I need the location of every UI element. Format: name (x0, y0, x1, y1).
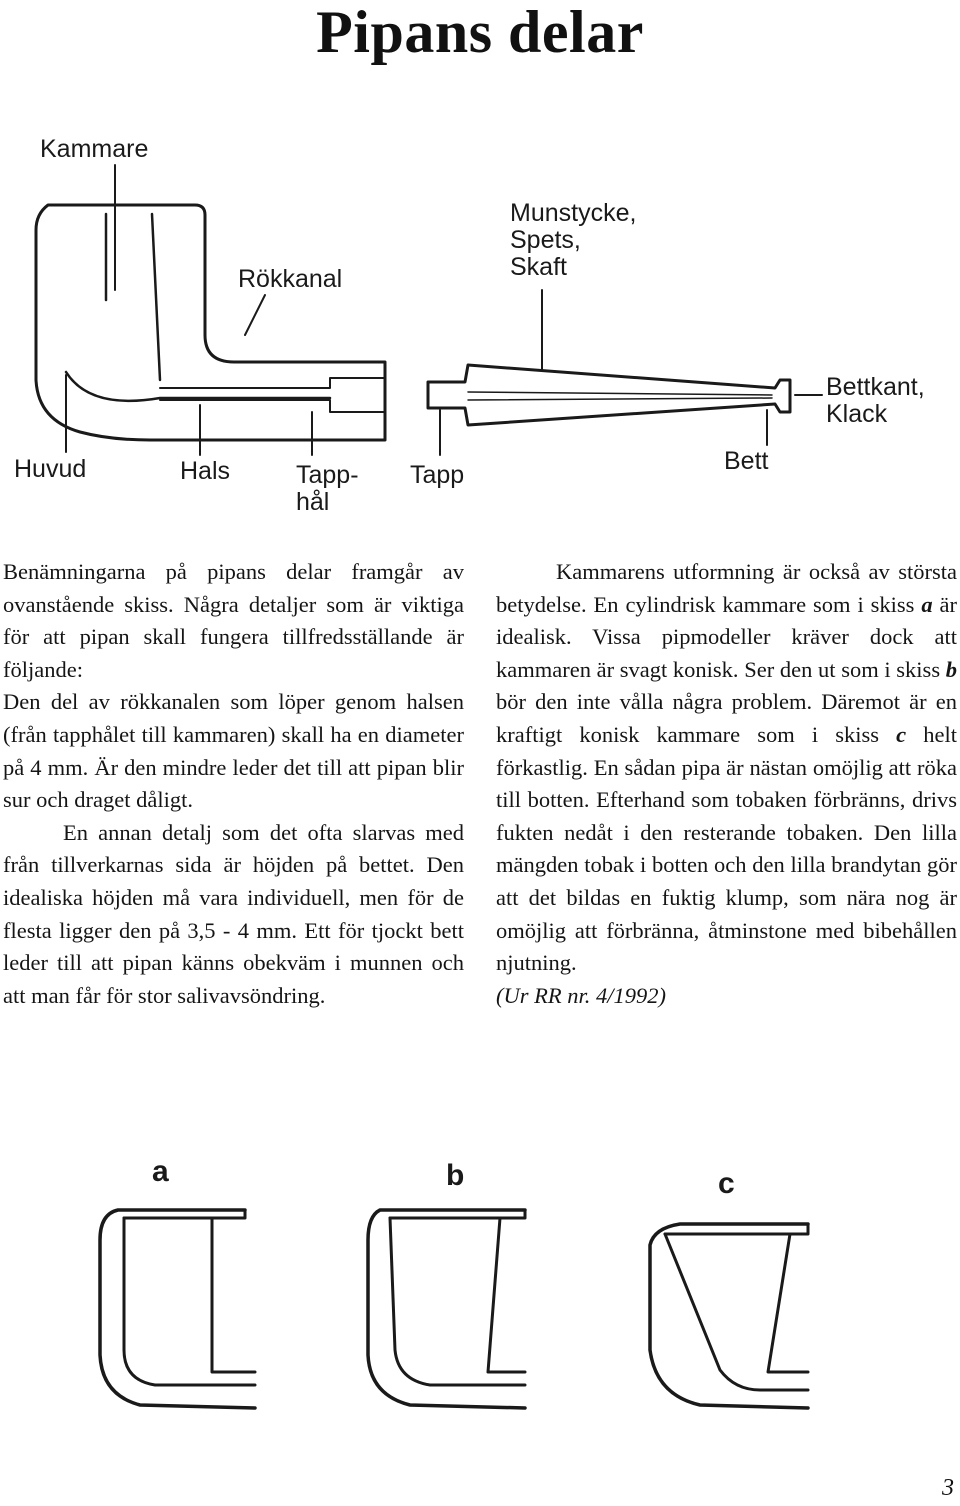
source-citation: (Ur RR nr. 4/1992) (496, 982, 666, 1008)
page-number: 3 (942, 1475, 954, 1501)
label-bett: Bett (724, 447, 769, 475)
label-rokkanal: Rökkanal (238, 265, 343, 293)
chamber-sketches (98, 1208, 810, 1410)
sketch-c (648, 1222, 810, 1410)
sketch-label-b: b (446, 1159, 465, 1192)
paragraph-channel: Den del av rökkanalen som löper genom ha… (3, 689, 464, 813)
label-huvud: Huvud (14, 455, 87, 483)
pipe-parts-diagram (34, 164, 823, 456)
paragraph-intro: Benämningarna på pipans delar framgår av… (3, 559, 464, 682)
page-title: Pipans delar (316, 0, 644, 65)
sketch-a (98, 1208, 257, 1410)
paragraph-chamber: Kammarens utformning är också av största… (496, 559, 958, 976)
bowl-outline (34, 203, 387, 442)
sketch-label-c: c (718, 1167, 735, 1200)
paragraph-bit: En annan detalj som det ofta slarvas med… (3, 819, 464, 1008)
sketch-label-a: a (152, 1155, 169, 1188)
left-column: Benämningarna på pipans delar framgår av… (3, 556, 464, 1012)
label-tapp: Tapp (410, 461, 465, 489)
label-bettkant: Bettkant, Klack (826, 373, 925, 428)
smoke-channel (159, 377, 386, 389)
chamber-wall-right (150, 212, 162, 382)
chamber-floor (64, 370, 332, 403)
mouthpiece-bore (467, 391, 773, 401)
label-munstycke: Munstycke, Spets, Skaft (510, 199, 637, 281)
smoke-channel-lower (159, 399, 386, 413)
label-hals: Hals (180, 457, 231, 485)
right-column: Kammarens utformning är också av största… (496, 556, 957, 1012)
label-tapphal: Tapp- hål (296, 461, 359, 516)
label-kammare: Kammare (40, 135, 149, 163)
mouthpiece (426, 363, 792, 427)
sketch-b (366, 1208, 527, 1410)
